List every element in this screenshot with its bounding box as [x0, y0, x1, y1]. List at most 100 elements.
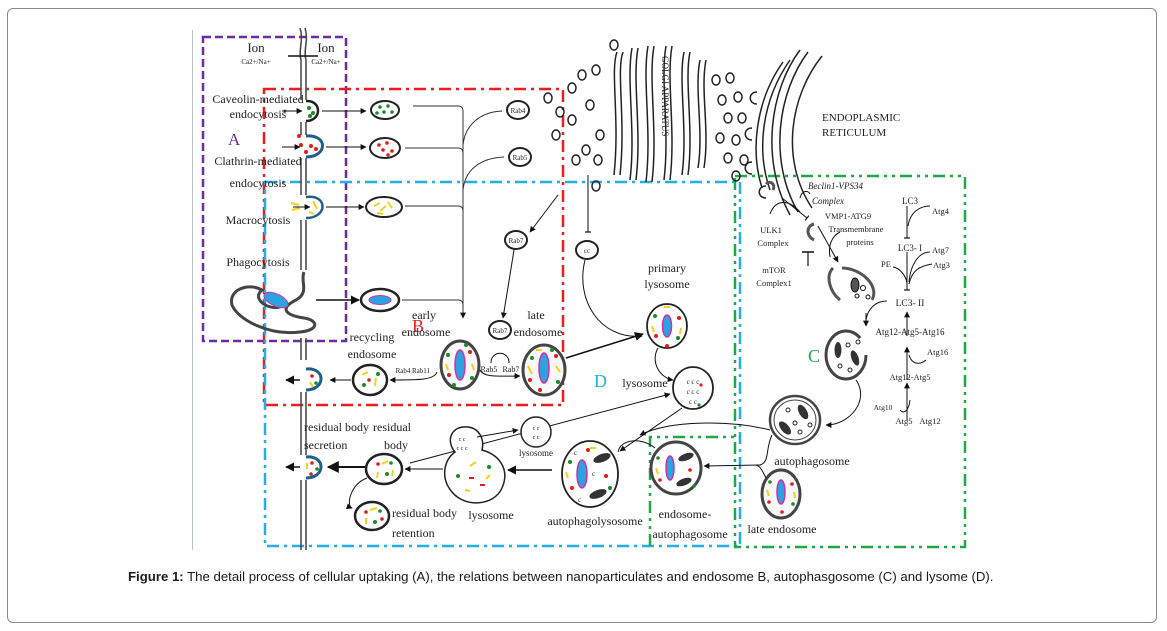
- primary-lysosome: [646, 303, 688, 349]
- early-to-late-arrow: [479, 369, 521, 380]
- lc3-label: LC3: [902, 196, 919, 206]
- ion-right-label: Ion: [317, 40, 335, 55]
- caveolin-vesicle: [370, 100, 400, 120]
- atg12-atg5-label: Atg12-Atg5: [889, 372, 930, 382]
- late-endosome-label-2: endosome: [514, 325, 563, 339]
- secretion-exit-pit: [285, 455, 365, 480]
- late-endosome-label-1: late: [527, 308, 544, 322]
- endoplasmic-reticulum: [744, 49, 823, 216]
- beclin-label-1: Beclin1-VPS34: [808, 181, 863, 191]
- caveolin-pit: [283, 99, 320, 123]
- late-endosome-c: [760, 468, 802, 520]
- early-endosome-label-2: endosome: [402, 325, 451, 339]
- endo-auto-label-2: autophagosome: [652, 527, 727, 541]
- mtor-label-1: mTOR: [762, 265, 786, 275]
- golgi-vesicles: [543, 39, 749, 192]
- lysosome-big-to-small: [476, 427, 519, 438]
- phagophore: [824, 329, 868, 381]
- svg-text:c c: c c: [533, 426, 540, 432]
- primary-lysosome-label-1: primary: [648, 261, 686, 275]
- lysosome-big-label: lysosome: [468, 508, 513, 522]
- atg10-label: Atg10: [874, 403, 893, 412]
- entry-arrows: [282, 108, 367, 305]
- pe-label: PE: [881, 259, 891, 269]
- phagophore-to-autophagosome: [825, 379, 862, 428]
- svg-text:cc: cc: [584, 247, 590, 255]
- svg-text:c c: c c: [459, 437, 466, 443]
- ion-left-label: Ion: [247, 40, 265, 55]
- rab11-rec-label: Rab11: [412, 367, 431, 375]
- clathrin-pit: [297, 134, 324, 159]
- endosome-autophagosome-body: [649, 440, 703, 496]
- caption-text: The detail process of cellular uptaking …: [183, 569, 994, 584]
- svg-text:c c c: c c c: [687, 388, 700, 396]
- region-a-box: [201, 35, 348, 343]
- svg-text:c c c: c c c: [687, 378, 700, 386]
- caveolin-label-2: endocytosis: [230, 107, 287, 121]
- lysosome-d-to-autophagolysosome: [619, 407, 683, 452]
- to-early-endosome-lines: [402, 105, 505, 319]
- rab7-arrow-a: [529, 194, 559, 233]
- autophagosome-body: [768, 394, 822, 446]
- region-c-box: [733, 174, 967, 549]
- ion-left-sub: Ca2+/Na+: [241, 58, 270, 66]
- lc3-i-label: LC3- I: [898, 243, 922, 253]
- er-label-1: ENDOPLASMIC: [822, 112, 900, 124]
- phagocytosis-label: Phagocytosis: [226, 255, 290, 269]
- atg4-label: Atg4: [932, 206, 950, 216]
- late-to-primary-arrow: [565, 332, 644, 359]
- svg-text:Rab5: Rab5: [513, 154, 528, 162]
- autophagy-pathway: [764, 180, 933, 420]
- clathrin-vesicle: [369, 137, 401, 159]
- region-b-box: [262, 87, 565, 407]
- lysosome-small-label: lysosome: [519, 448, 553, 458]
- rab5-arc-label: Rab5: [481, 365, 498, 374]
- to-endo-auto-arrow: [703, 462, 761, 469]
- vmp1-label-2: Transmembrane: [829, 224, 884, 234]
- rab7-arc-label: Rab7: [503, 365, 520, 374]
- early-endosome: [439, 339, 481, 391]
- golgi-label: GOLGI APPARATUS: [660, 56, 670, 136]
- residual-retention-label-1: residual body: [392, 506, 457, 520]
- atg12-label: Atg12: [919, 416, 940, 426]
- atg16-label: Atg16: [927, 347, 948, 357]
- residual-secretion-label-2: secretion: [304, 438, 347, 452]
- autophagosome-label: autophagosome: [774, 454, 849, 468]
- clathrin-label-2: endocytosis: [230, 176, 287, 190]
- rab7-low: Rab7: [488, 320, 512, 340]
- atg5-label: Atg5: [896, 416, 913, 426]
- late-endosome: [521, 343, 567, 397]
- residual-retention-body: [353, 500, 391, 532]
- svg-text:c c: c c: [533, 435, 540, 441]
- lysosome-big: c cc c c: [444, 426, 506, 504]
- svg-text:c: c: [592, 470, 595, 478]
- lc3-ii-label: LC3- II: [896, 299, 925, 309]
- macro-vesicle: [365, 196, 403, 218]
- primary-to-lysosome-arrow: [654, 347, 674, 383]
- mtor-label-2: Complex1: [756, 278, 791, 288]
- region-d-label: D: [594, 371, 607, 391]
- golgi-vesicle-d: cc: [575, 240, 599, 260]
- caption-label: Figure 1:: [128, 569, 184, 584]
- region-c-label: C: [808, 346, 820, 366]
- rab5-top: Rab5: [508, 147, 532, 167]
- residual-to-retention-arrow: [345, 477, 368, 510]
- beclin-label-2: Complex: [812, 196, 844, 206]
- endo-auto-to-autophagolysosome: [617, 440, 656, 453]
- figure-caption: Figure 1: The detail process of cellular…: [128, 566, 1028, 587]
- rab7-mid: Rab7: [504, 230, 528, 250]
- er-label-2: RETICULUM: [822, 127, 886, 139]
- region-a-label: A: [228, 130, 241, 149]
- primary-lysosome-label-2: lysosome: [644, 277, 689, 291]
- atg7-label: Atg7: [932, 245, 949, 255]
- residual-body-label-2: body: [384, 438, 408, 452]
- svg-text:c c: c c: [689, 398, 697, 406]
- early-to-recycling-arrow: [389, 371, 438, 383]
- region-c-inner-box: [648, 435, 740, 546]
- region-d-box: [263, 180, 742, 548]
- golgi-apparatus: [613, 45, 707, 183]
- residual-body-label-1: residual: [373, 420, 412, 434]
- early-endosome-label-1: early: [412, 308, 436, 322]
- atg3-label: Atg3: [933, 260, 950, 270]
- svg-text:Rab7: Rab7: [509, 237, 524, 245]
